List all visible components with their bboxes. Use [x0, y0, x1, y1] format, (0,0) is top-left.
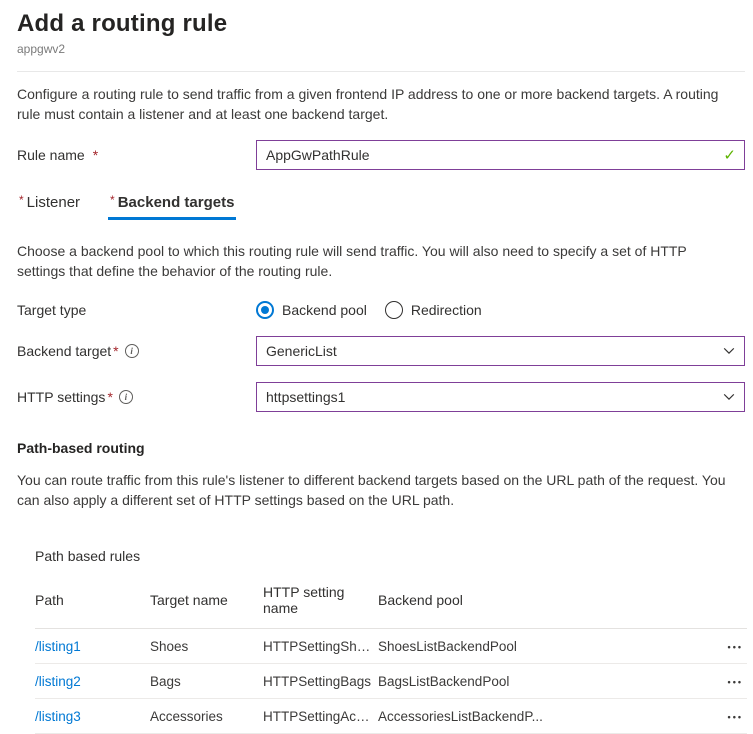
tab-bar: * Listener * Backend targets	[17, 193, 745, 221]
target-type-label-text: Target type	[17, 302, 87, 318]
http-setting-name-cell: HTTPSettingAccessories	[263, 698, 378, 734]
rule-name-row: Rule name * ✓	[17, 140, 745, 170]
path-rules-section: Path based rules Path Target name HTTP s…	[35, 548, 747, 734]
tab-listener[interactable]: * Listener	[17, 193, 81, 220]
required-asterisk: *	[110, 193, 115, 207]
tab-backend-targets-label: Backend targets	[117, 194, 235, 211]
column-header-menu	[702, 576, 747, 629]
path-link[interactable]: /listing3	[35, 708, 81, 724]
required-asterisk: *	[113, 343, 119, 359]
rule-name-label: Rule name *	[17, 147, 256, 163]
more-icon[interactable]: •••	[722, 710, 743, 724]
backend-pool-cell: ShoesListBackendPool	[378, 628, 702, 664]
header-divider	[17, 71, 745, 72]
column-header-http-setting-name: HTTP setting name	[263, 576, 378, 629]
info-icon[interactable]: i	[118, 390, 133, 404]
more-icon[interactable]: •••	[722, 675, 743, 689]
info-icon[interactable]: i	[124, 344, 139, 358]
radio-backend-pool-label: Backend pool	[282, 302, 367, 318]
path-link[interactable]: /listing2	[35, 673, 81, 689]
backend-target-field-wrap: GenericList	[256, 336, 745, 366]
table-header-row: Path Target name HTTP setting name Backe…	[35, 576, 747, 629]
table-row: /listing2 Bags HTTPSettingBags BagsListB…	[35, 663, 747, 699]
http-settings-label: HTTP settings* i	[17, 389, 256, 405]
radio-backend-pool[interactable]: Backend pool	[256, 301, 367, 319]
backend-target-dropdown[interactable]: GenericList	[256, 336, 745, 366]
radio-redirection[interactable]: Redirection	[384, 301, 482, 319]
path-link[interactable]: /listing1	[35, 638, 81, 654]
backend-targets-description: Choose a backend pool to which this rout…	[17, 243, 687, 279]
backend-target-row: Backend target* i GenericList	[17, 336, 745, 366]
target-type-label: Target type	[17, 302, 256, 318]
radio-redirection-label: Redirection	[410, 302, 482, 318]
rule-name-label-text: Rule name	[17, 147, 85, 163]
required-asterisk: *	[92, 147, 99, 163]
http-setting-name-cell: HTTPSettingShoes	[263, 628, 378, 664]
backend-pool-cell: AccessoriesListBackendP...	[378, 698, 702, 734]
tab-listener-label: Listener	[26, 194, 81, 211]
target-name-cell: Bags	[150, 663, 263, 699]
http-settings-label-text: HTTP settings*	[17, 389, 113, 405]
target-type-row: Target type Backend pool Redirection	[17, 301, 745, 319]
target-name-cell: Shoes	[150, 628, 263, 664]
backend-target-label-text: Backend target*	[17, 343, 119, 359]
required-asterisk: *	[107, 389, 113, 405]
rule-name-field-wrap: ✓	[256, 140, 745, 170]
column-header-backend-pool: Backend pool	[378, 576, 702, 629]
backend-target-value: GenericList	[266, 343, 337, 359]
http-settings-field-wrap: httpsettings1	[256, 382, 745, 412]
rule-name-input[interactable]	[256, 140, 745, 170]
intro-text: Configure a routing rule to send traffic…	[17, 86, 719, 122]
radio-icon	[256, 301, 274, 319]
valid-check-icon: ✓	[723, 147, 736, 164]
path-based-routing-description: You can route traffic from this rule's l…	[17, 472, 726, 508]
backend-target-label: Backend target* i	[17, 343, 256, 359]
http-settings-value: httpsettings1	[266, 389, 346, 405]
column-header-path: Path	[35, 576, 150, 629]
http-settings-dropdown[interactable]: httpsettings1	[256, 382, 745, 412]
chevron-down-icon	[722, 390, 736, 407]
target-type-radio-group: Backend pool Redirection	[256, 301, 482, 319]
path-based-routing-heading: Path-based routing	[17, 440, 145, 456]
path-rules-table-label: Path based rules	[35, 548, 141, 564]
tab-backend-targets[interactable]: * Backend targets	[108, 193, 237, 220]
target-name-cell: Accessories	[150, 698, 263, 734]
table-row: /listing3 Accessories HTTPSettingAccesso…	[35, 698, 747, 734]
chevron-down-icon	[722, 344, 736, 361]
table-row: /listing1 Shoes HTTPSettingShoes ShoesLi…	[35, 628, 747, 664]
radio-icon	[384, 301, 403, 319]
page-subtitle: appgwv2	[17, 42, 66, 56]
http-settings-row: HTTP settings* i httpsettings1	[17, 382, 745, 412]
column-header-target-name: Target name	[150, 576, 263, 629]
http-setting-name-cell: HTTPSettingBags	[263, 663, 378, 699]
required-asterisk: *	[19, 193, 24, 207]
page-title: Add a routing rule	[17, 10, 228, 37]
more-icon[interactable]: •••	[722, 640, 743, 654]
path-rules-table: Path Target name HTTP setting name Backe…	[35, 576, 747, 734]
backend-pool-cell: BagsListBackendPool	[378, 663, 702, 699]
